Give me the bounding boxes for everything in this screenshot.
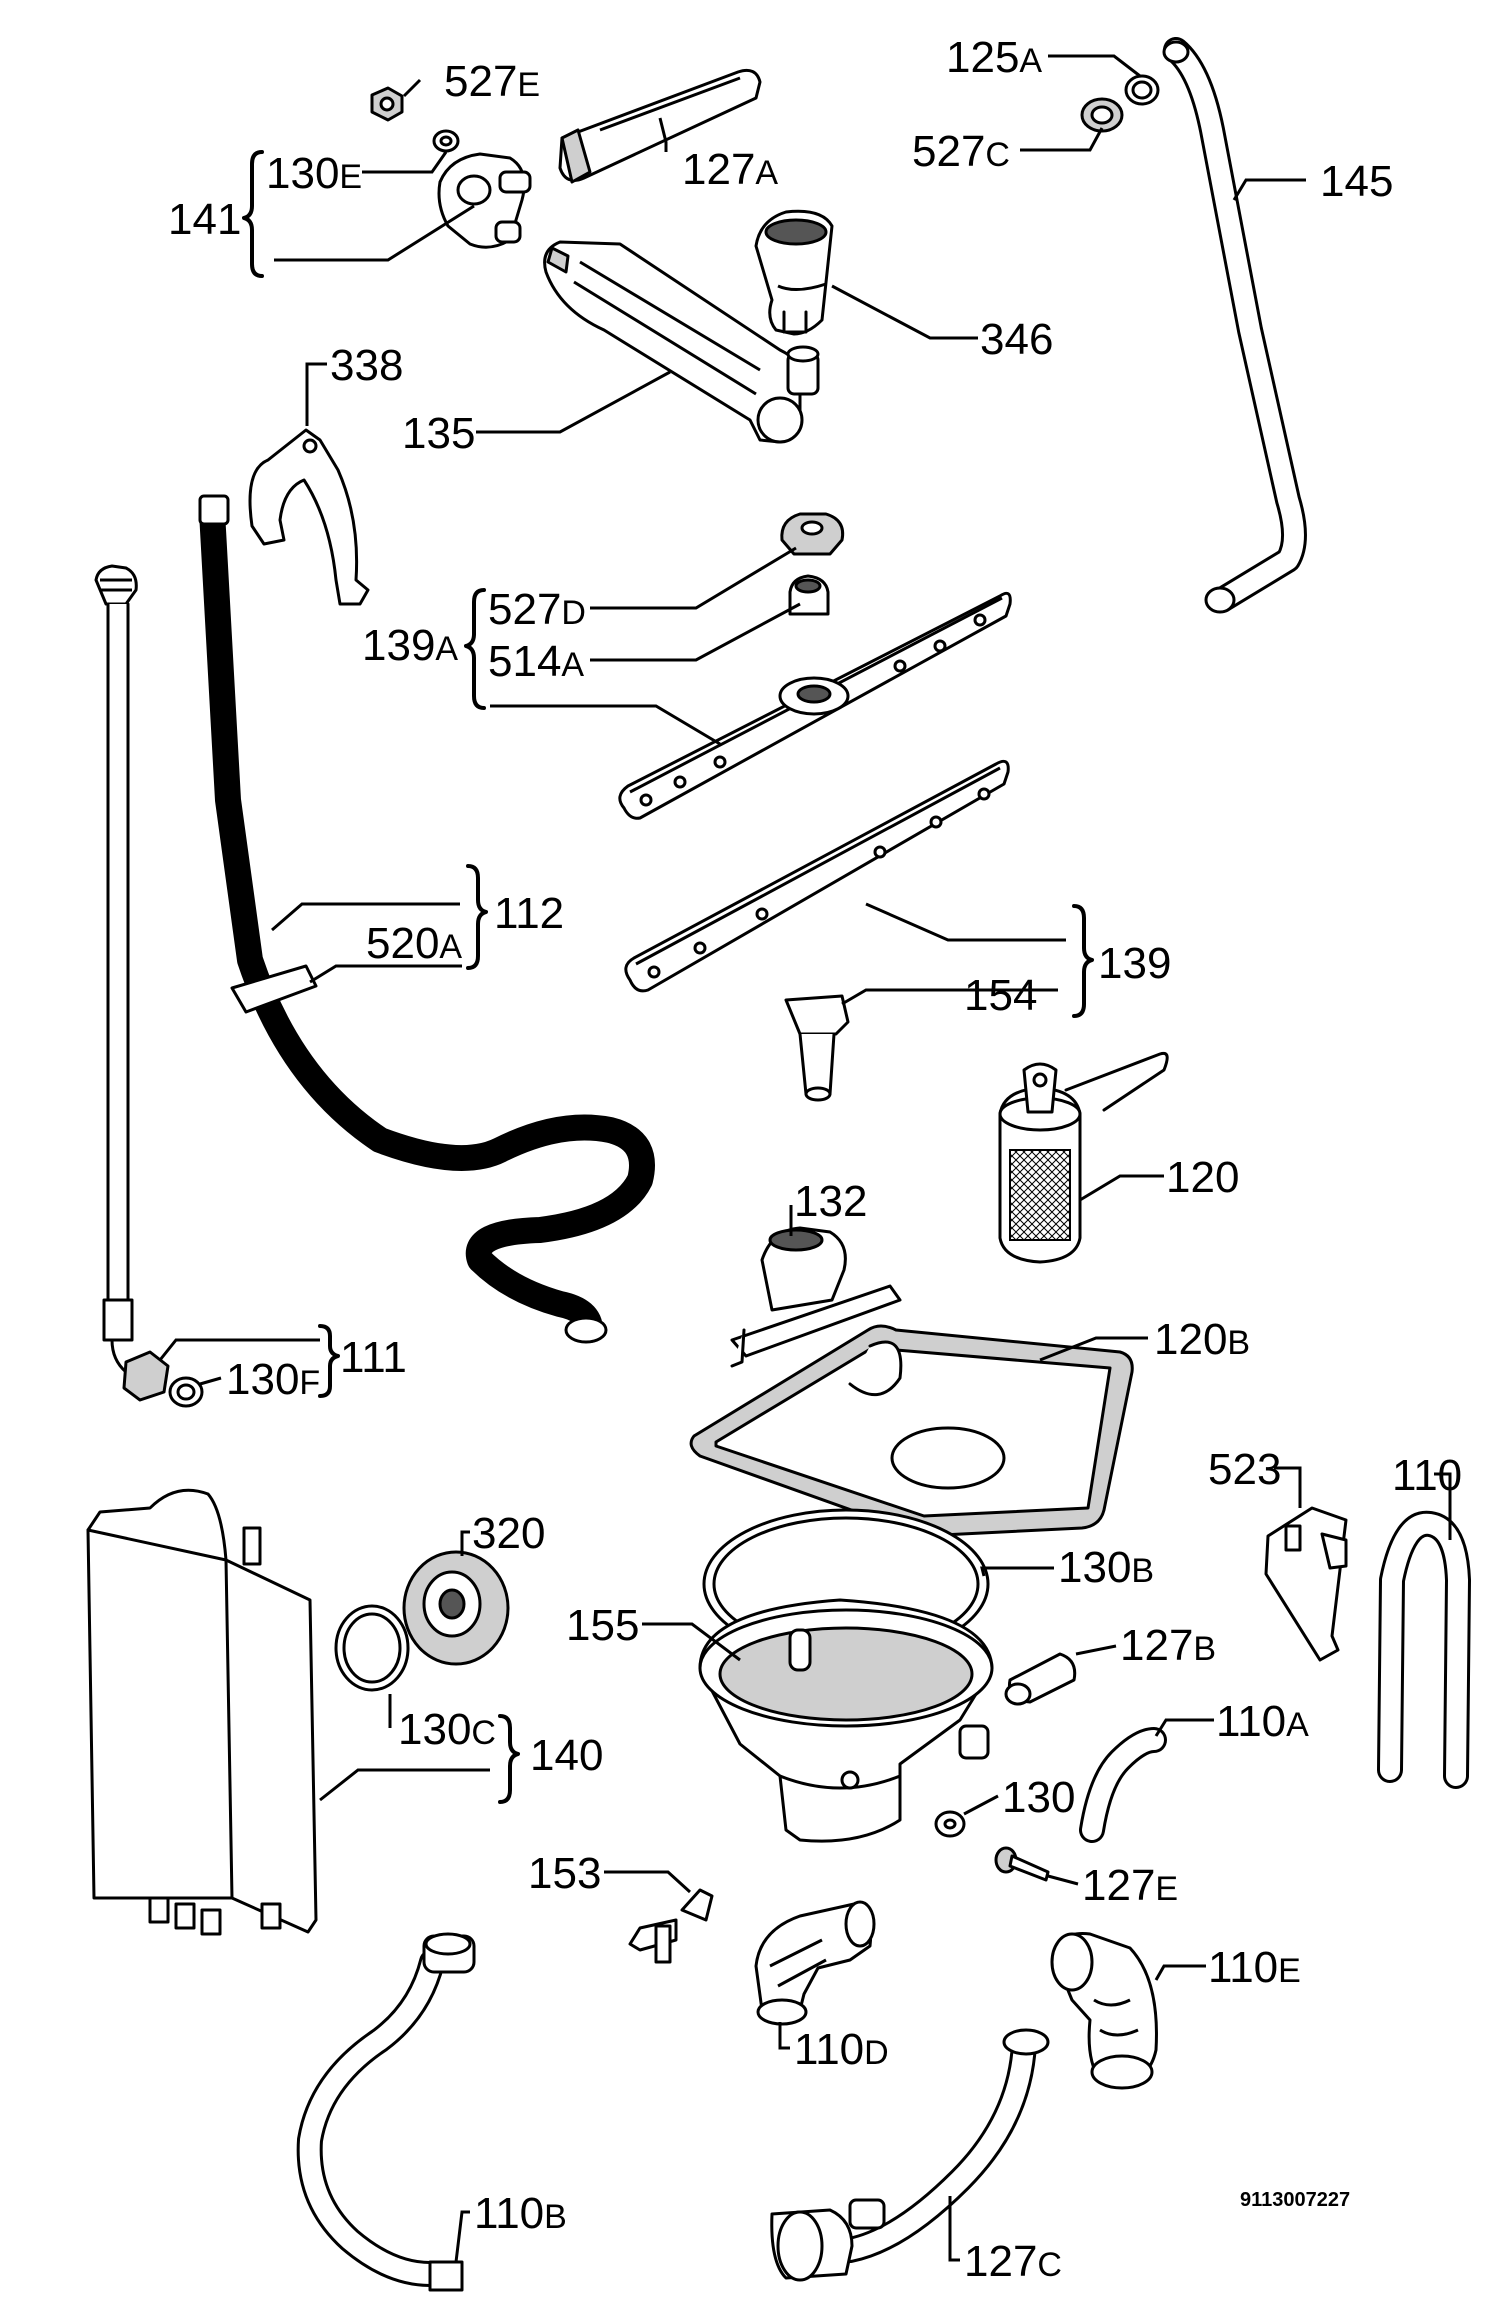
part-127b-sleeve: [1004, 1652, 1077, 1706]
part-112-drain-hose: [198, 494, 655, 1344]
label-110e: 110E: [1208, 1943, 1301, 1992]
part-120-filter: [998, 1051, 1169, 1264]
label-527d: 527D: [488, 585, 586, 634]
label-130: 130: [1002, 1773, 1075, 1822]
part-514a-bearing: [788, 574, 830, 616]
leader-lines: [158, 54, 1452, 2263]
part-140-softener-box: [86, 1488, 318, 1936]
label-320: 320: [472, 1509, 545, 1558]
label-127e: 127E: [1082, 1861, 1178, 1910]
label-141: 141: [168, 195, 241, 244]
part-111-inlet-hose: [94, 564, 204, 1408]
label-130e: 130E: [266, 149, 362, 198]
label-520a: 520A: [366, 919, 462, 968]
part-130c-o-ring: [334, 1604, 410, 1692]
part-130e-washer: [432, 129, 460, 153]
label-514a: 514A: [488, 637, 584, 686]
part-110a-hose: [1079, 1727, 1167, 1843]
part-127c-pipe: [770, 2028, 1050, 2282]
part-139a-upper-spray-arm: [618, 591, 1012, 820]
label-338: 338: [330, 341, 403, 390]
label-110b: 110B: [474, 2189, 567, 2238]
part-110-u-hose: [1377, 1510, 1471, 1789]
label-154: 154: [964, 971, 1037, 1020]
part-523-bracket: [1264, 1506, 1348, 1662]
label-110d: 110D: [794, 2025, 889, 2074]
part-110b-flexible-hose: [296, 1932, 476, 2292]
label-155: 155: [566, 1601, 639, 1650]
label-139a: 139A: [362, 621, 458, 670]
part-110e-elbow: [1050, 1931, 1158, 2090]
label-139: 139: [1098, 939, 1171, 988]
part-labels: 527E 130E 141 127A 125A 527C 145 346 338…: [168, 33, 1462, 2286]
part-110d-elbow: [754, 1900, 876, 2026]
label-145: 145: [1320, 157, 1393, 206]
label-127b: 127B: [1120, 1621, 1216, 1670]
label-132: 132: [794, 1177, 867, 1226]
label-125a: 125A: [946, 33, 1042, 82]
part-527e-nut: [370, 86, 404, 122]
part-120b-flat-filter: [689, 1324, 1134, 1538]
label-346: 346: [980, 315, 1053, 364]
label-135: 135: [402, 409, 475, 458]
document-number: 9113007227: [1240, 2189, 1350, 2211]
label-112: 112: [494, 889, 564, 938]
label-130c: 130C: [398, 1705, 496, 1754]
part-132-valve-assembly: [730, 1226, 902, 1368]
label-130b: 130B: [1058, 1543, 1154, 1592]
part-130-washer: [934, 1810, 966, 1838]
part-153-valve: [628, 1888, 714, 1964]
label-110: 110: [1392, 1451, 1462, 1500]
label-130f: 130F: [226, 1355, 320, 1404]
part-127e-screw: [994, 1846, 1050, 1882]
label-111: 111: [340, 1333, 407, 1382]
label-140: 140: [530, 1731, 603, 1780]
grouping-braces: [242, 150, 1094, 1804]
part-154-stem: [784, 994, 850, 1102]
part-145-supply-pipe: [1162, 37, 1307, 614]
label-110a: 110A: [1216, 1697, 1309, 1746]
part-141-bracket: [437, 152, 532, 249]
label-127a: 127A: [682, 145, 778, 194]
part-527c-nut: [1080, 97, 1124, 133]
part-320-cap: [402, 1550, 510, 1666]
part-338-clip: [248, 428, 370, 606]
label-153: 153: [528, 1849, 601, 1898]
label-527e: 527E: [444, 57, 540, 106]
part-139-lower-spray-arm: [624, 759, 1010, 993]
label-120b: 120B: [1154, 1315, 1250, 1364]
part-155-sump: [698, 1598, 994, 1843]
part-346-dome: [754, 209, 834, 336]
part-135-spray-arm-tube: [543, 240, 820, 444]
label-127c: 127C: [964, 2237, 1062, 2286]
part-527d-nut: [780, 512, 845, 556]
part-125a-o-ring: [1124, 74, 1160, 106]
part-127a-tube: [558, 68, 762, 184]
label-523: 523: [1208, 1445, 1281, 1494]
label-120: 120: [1166, 1153, 1239, 1202]
label-527c: 527C: [912, 127, 1010, 176]
